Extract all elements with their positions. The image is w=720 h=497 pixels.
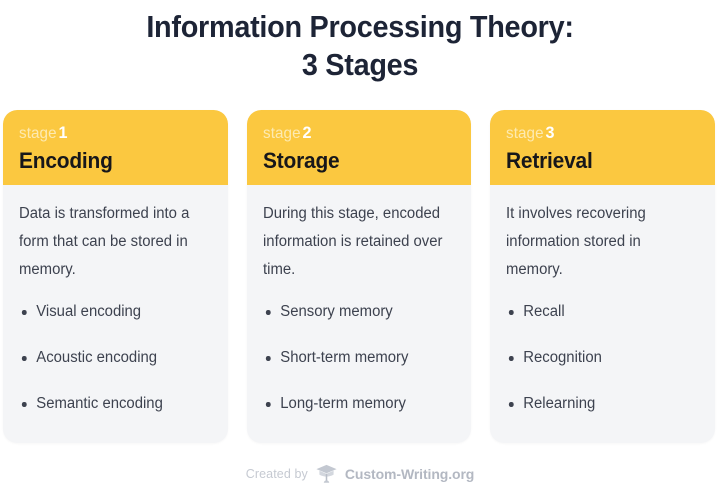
list-item: Sensory memory [263, 302, 448, 322]
stage-card-2-body: During this stage, encoded information i… [247, 185, 472, 443]
list-item: Long-term memory [263, 394, 448, 414]
list-item: Short-term memory [263, 348, 448, 368]
stage-card-3-body: It involves recovering information store… [490, 185, 715, 443]
stage-card-2-description: During this stage, encoded information i… [262, 205, 443, 278]
list-item: Recall [506, 302, 691, 322]
list-item: Relearning [506, 394, 691, 414]
stage-card-2-stage-label: stage [262, 125, 301, 142]
list-item: Acoustic encoding [19, 348, 204, 368]
page-title-line-1: Information Processing Theory: [146, 9, 574, 44]
stage-card-3-title: Retrieval [506, 148, 593, 173]
stage-card-2-stage-number: 2 [302, 123, 312, 142]
stage-card-2-title: Storage [262, 148, 340, 173]
list-item: Semantic encoding [19, 394, 204, 414]
stage-card-3-stage-number: 3 [545, 123, 555, 142]
footer-attribution: Created by Custom-Writing.org [0, 462, 720, 485]
stage-card-3-description: It involves recovering information store… [506, 205, 647, 278]
list-item: Recognition [506, 348, 691, 368]
stage-card-1-stage-label: stage [19, 125, 57, 142]
stage-card-3-bullet-list: Recall Recognition Relearning [506, 302, 699, 414]
stage-card-1-title: Encoding [19, 148, 113, 173]
stage-card-1-stage-number: 1 [58, 123, 68, 142]
footer-created-by-label: Created by [245, 466, 308, 481]
stage-card-2-bullet-list: Sensory memory Short-term memory Long-te… [263, 302, 456, 414]
stage-card-1-bullet-list: Visual encoding Acoustic encoding Semant… [19, 302, 212, 414]
stage-card-1-description: Data is transformed into a form that can… [19, 205, 190, 278]
stage-card-3-stage-label: stage [506, 125, 545, 142]
page-title-line-2: 3 Stages [301, 47, 419, 82]
graduation-cap-icon [315, 462, 338, 485]
page-title: Information Processing Theory: 3 Stages [0, 0, 720, 84]
list-item: Visual encoding [19, 302, 204, 322]
stage-card-1-body: Data is transformed into a form that can… [3, 185, 228, 443]
footer-brand-name: Custom-Writing.org [344, 465, 475, 482]
